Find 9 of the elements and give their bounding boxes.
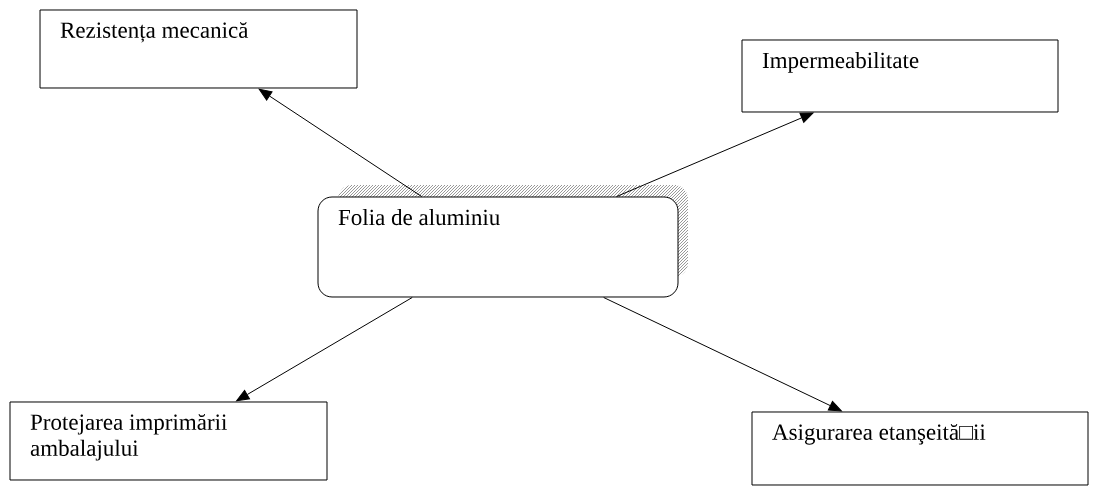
arrow — [616, 112, 814, 197]
text-box: Protejarea imprimării ambalajului — [9, 401, 328, 481]
rounded-box: Folia de aluminiu — [317, 196, 679, 298]
text-box: Asigurarea etanşeită□ii — [751, 411, 1089, 486]
text-box: Impermeabilitate — [741, 39, 1059, 113]
arrow — [603, 297, 842, 412]
arrow — [236, 297, 413, 402]
text-box: Rezistența mecanică — [39, 9, 358, 89]
arrow — [258, 88, 423, 197]
